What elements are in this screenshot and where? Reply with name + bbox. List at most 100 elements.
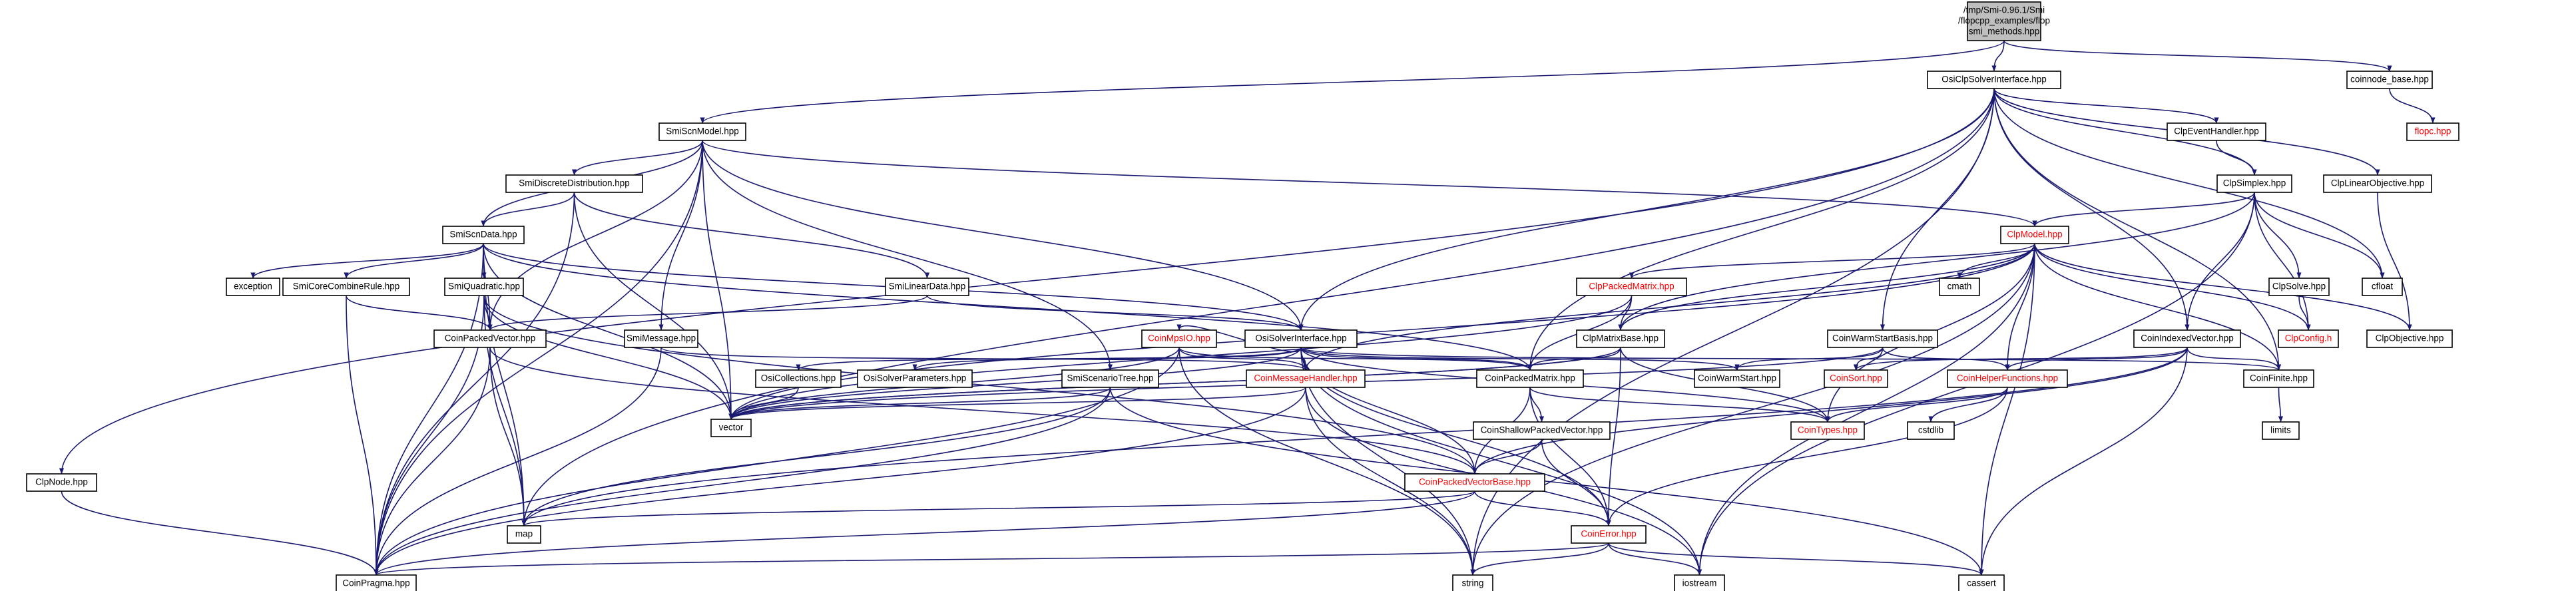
node-coinshallowpackedvector[interactable]: CoinShallowPackedVector.hpp [1473,421,1611,440]
node-label: CoinWarmStartBasis.hpp [1832,333,1933,343]
node-box [658,122,746,141]
edge-osiclpsolverinterface-to-clpnode [59,88,1995,475]
node-coinindexedvector[interactable]: CoinIndexedVector.hpp [2133,329,2241,348]
node-coinwarmstartbasis[interactable]: CoinWarmStartBasis.hpp [1827,329,1938,348]
node-label: map [515,529,533,539]
node-coinpackedmatrix[interactable]: CoinPackedMatrix.hpp [1476,369,1584,388]
edge-clpsimplex-to-clpmodel [2032,192,2255,227]
node-coinnodebase[interactable]: coinnode_base.hpp [2346,71,2433,89]
node-box [755,369,842,388]
edge-coinpackedvector-to-coinpackedvectorbase [489,347,1477,475]
edge-coinpackedvectorbase-to-coinpragma [374,491,1475,576]
node-label: /flopcpp_examples/flop [1958,16,2050,26]
node-smiscndata[interactable]: SmiScnData.hpp [442,226,525,244]
node-clppackedmatrix[interactable]: ClpPackedMatrix.hpp [1576,278,1687,296]
node-label: ClpSimplex.hpp [2223,178,2286,188]
edge-smiscenariotree-to-vector [728,387,1111,420]
node-box [624,329,698,348]
node-label: CoinTypes.hpp [1798,425,1858,435]
node-label: ClpPackedMatrix.hpp [1589,282,1674,292]
node-box [1694,369,1780,388]
edge-coinmessagehandler-to-coinpragma [374,387,1306,576]
node-label: CoinPackedVector.hpp [445,333,536,343]
node-box [710,419,752,437]
node-coinmessagehandler[interactable]: CoinMessageHandler.hpp [1246,369,1366,388]
edge-coinerror-to-string [1470,542,1609,576]
edge-coinwarmstartbasis-to-coinwarmstart [1734,347,1884,371]
edge-coinindexedvector-to-coinpackedvectorbase [1472,347,2188,475]
edge-osisolverinterface-to-string [1300,347,1475,576]
nodes-layer: /tmp/Smi-0.96.1/Smi/flopcpp_examples/flo… [26,1,2459,591]
edge-clpmodel-to-cassert [1979,243,2035,576]
edge-smimessage-to-coinpragma [374,347,662,576]
node-smiquadratic[interactable]: SmiQuadratic.hpp [444,278,524,296]
edge-coinshallowpackedvector-to-coinerror [1541,439,1611,526]
node-box [507,525,541,544]
edge-coinindexedvector-to-cassert [1979,347,2188,576]
edge-root-to-coinnodebase [2003,40,2392,72]
node-label: CoinError.hpp [1581,529,1636,539]
edge-osiclpsolverinterface-to-map [521,88,1995,526]
node-coinhelperfunctions[interactable]: CoinHelperFunctions.hpp [1947,369,2068,388]
node-clpsolve[interactable]: ClpSolve.hpp [2268,278,2330,296]
node-clpmodel[interactable]: ClpModel.hpp [2000,226,2069,244]
node-smilineardata[interactable]: SmiLinearData.hpp [885,278,969,296]
edge-smiscndata-to-coinpragma [374,243,484,576]
node-smicorecombinerule[interactable]: SmiCoreCombineRule.hpp [282,278,410,296]
node-box [1939,278,1980,296]
node-smidiscretedistribution[interactable]: SmiDiscreteDistribution.hpp [505,174,643,193]
node-smimessage[interactable]: SmiMessage.hpp [624,329,698,348]
node-clpeventhandler[interactable]: ClpEventHandler.hpp [2167,122,2266,141]
edge-coinpackedmatrix-to-cointypes [1529,387,1830,423]
node-coinpackedvector[interactable]: CoinPackedVector.hpp [433,329,547,348]
node-coinsort[interactable]: CoinSort.hpp [1824,369,1888,388]
node-clpconfig[interactable]: ClpConfig.h [2278,329,2339,348]
node-box [1473,421,1611,440]
node-label: SmiScenarioTree.hpp [1067,373,1153,383]
node-smiscnmodel[interactable]: SmiScnModel.hpp [658,122,746,141]
node-smiscenariotree[interactable]: SmiScenarioTree.hpp [1061,369,1159,388]
node-coinpragma[interactable]: CoinPragma.hpp [336,574,417,591]
node-clpobjective[interactable]: ClpObjective.hpp [2366,329,2453,348]
edge-smiscnmodel-to-smimessage [658,140,703,331]
node-clplinearobjective[interactable]: ClpLinearObjective.hpp [2323,174,2432,193]
node-label: cfloat [2372,282,2394,292]
edge-coinhelperfunctions-to-cointypes [1825,387,2008,423]
node-coinpackedvectorbase[interactable]: CoinPackedVectorBase.hpp [1404,473,1545,492]
node-label: OsiCollections.hpp [761,373,836,383]
node-coinerror[interactable]: CoinError.hpp [1571,525,1647,544]
edge-clpnode-to-coinpragma [61,491,379,576]
node-coinwarmstart[interactable]: CoinWarmStart.hpp [1694,369,1780,388]
node-box [2243,369,2314,388]
node-cointypes[interactable]: CoinTypes.hpp [1790,421,1865,440]
edge-coinfinite-to-limits [2278,387,2284,423]
node-label: OsiSolverParameters.hpp [864,373,967,383]
node-root[interactable]: /tmp/Smi-0.96.1/Smi/flopcpp_examples/flo… [1958,1,2050,41]
edge-smidiscretedistribution-to-vector [573,192,734,420]
node-label: SmiMessage.hpp [627,333,696,343]
node-osicollections[interactable]: OsiCollections.hpp [755,369,842,388]
node-floppp[interactable]: flopc.hpp [2406,122,2459,141]
edge-smidiscretedistribution-to-smilineardata [573,192,930,279]
node-osiclpsolverinterface[interactable]: OsiClpSolverInterface.hpp [1927,71,2061,89]
node-osisolverparameters[interactable]: OsiSolverParameters.hpp [857,369,973,388]
edge-clpmodel-to-clpconfig [2034,243,2311,331]
edge-smiscenariotree-to-map [521,387,1111,526]
node-label: smi_methods.hpp [1969,27,2040,37]
edge-clpsimplex-to-clpsolve [2254,192,2302,279]
node-coinfinite[interactable]: CoinFinite.hpp [2243,369,2314,388]
edge-coinmpsio-to-coinpackedmatrix [1178,347,1533,371]
edge-clpmatrixbase-to-vector [728,347,1621,420]
edge-smiscndata-to-coinpackedmatrix [483,243,1533,371]
node-osisolverinterface[interactable]: OsiSolverInterface.hpp [1244,329,1358,348]
node-clpnode[interactable]: ClpNode.hpp [26,473,97,492]
node-label: exception [234,282,272,292]
node-box [336,574,417,591]
edge-smilineardata-to-coinpackedvector [487,295,928,331]
node-box [2366,329,2453,348]
node-box [444,278,524,296]
node-clpmatrixbase[interactable]: ClpMatrixBase.hpp [1576,329,1665,348]
node-label: limits [2270,425,2291,435]
node-clpsimplex[interactable]: ClpSimplex.hpp [2216,174,2292,193]
node-coinmpsio[interactable]: CoinMpsIO.hpp [1141,329,1217,348]
